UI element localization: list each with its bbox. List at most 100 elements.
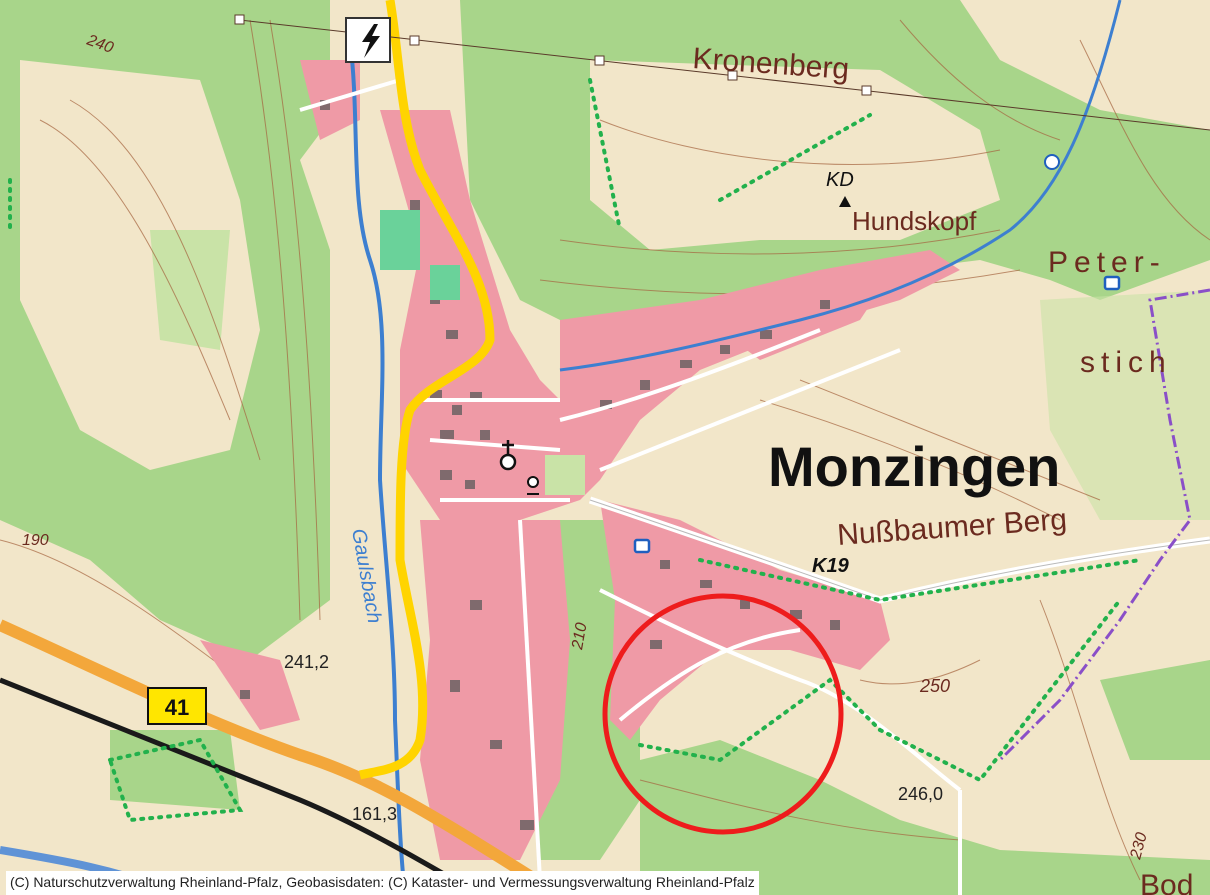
contour-line [0,539,241,681]
forest-area [1100,660,1210,760]
forest-area [640,740,1210,895]
label-elevation-241: 241,2 [284,652,329,672]
label-hundskopf: Hundskopf [852,206,977,236]
label-elevation-250: 250 [919,676,950,696]
building [820,300,830,309]
contour-line [269,19,321,621]
map-credit: (C) Naturschutzverwaltung Rheinland-Pfal… [6,871,759,895]
building [660,560,670,569]
building [240,690,250,699]
contour-line [599,119,1001,165]
forest-area [20,60,260,470]
forest-area [110,730,240,810]
building [650,640,662,649]
minor-road [559,328,821,422]
forest-area [150,230,230,350]
building [680,360,692,368]
main-road [358,0,495,780]
label-elevation-190: 190 [22,532,49,549]
protected-area-border [588,78,622,232]
building [440,470,452,480]
building [450,680,460,692]
building [760,330,772,339]
contour-line [559,229,1001,255]
pylon [409,35,420,46]
contour-line [799,379,1101,501]
label-peter: Peter- [1048,246,1166,279]
minor-road [599,348,901,472]
protected-area-border [698,558,1142,603]
building [470,600,482,610]
power-lines [234,14,1210,131]
building [452,405,462,415]
building [446,330,458,339]
protected-area-border [718,113,872,202]
forest-area [590,60,1000,250]
gaulsbach-stream [348,39,407,895]
contour-line [69,99,261,461]
k19-road-outline [589,499,1210,601]
pylon [727,70,738,81]
protected-area-border [638,677,882,763]
minor-road [618,628,801,722]
power-line [239,19,861,91]
settlement-area [560,250,960,500]
label-k19: K19 [812,555,850,577]
minor-road [299,78,401,112]
contour-line [249,19,301,621]
cemetery-area [545,455,585,495]
water-tank-icon [1044,154,1060,170]
building [320,100,330,110]
federal-road-41 [0,619,564,895]
road-41-label: 41 [165,695,189,720]
minor-roads [299,78,962,895]
green-plot [430,265,460,300]
settlement-area [380,110,580,520]
label-stich: stich [1080,346,1172,379]
cemetery-icon [527,455,585,495]
settlement-area [200,640,300,730]
building [700,580,712,588]
label-edge: Bod [1140,869,1193,895]
power-station-icon [345,17,391,63]
bus-stop-icon [633,538,651,554]
power-line [859,89,1210,131]
summit-triangle [839,196,851,207]
label-kd: KD [826,169,854,191]
minor-road [518,519,542,881]
label-elevation-210: 210 [569,621,591,651]
building [640,380,650,390]
label-town: Monzingen [768,435,1060,498]
contour-line [39,119,231,421]
church-symbol [499,453,517,471]
protected-area-borders [8,78,1142,823]
building [480,430,490,440]
building [410,200,420,210]
railway [0,677,482,895]
building [465,480,475,489]
summit-triangle-icon [839,196,851,207]
creek [559,0,1122,372]
bus-stop-icon [1103,275,1121,291]
pylon [594,55,605,66]
building [470,392,482,400]
highlight-circle [602,593,844,835]
contour-line [899,19,1061,141]
contour-lines [0,19,1210,881]
water-tank-symbol [1044,154,1060,170]
contour-line [639,779,961,841]
building [430,390,442,399]
pylon [234,14,245,25]
contour-line [1079,39,1210,241]
protected-area-border [107,737,244,823]
greenhouse-icon [380,210,460,300]
road-41-shield: 41 [147,687,207,725]
building [830,620,840,630]
building [440,430,454,439]
forest-area [960,0,1210,130]
building [720,345,730,354]
green-plot [380,210,420,270]
monument-symbol [527,476,539,488]
contour-line [859,659,981,685]
